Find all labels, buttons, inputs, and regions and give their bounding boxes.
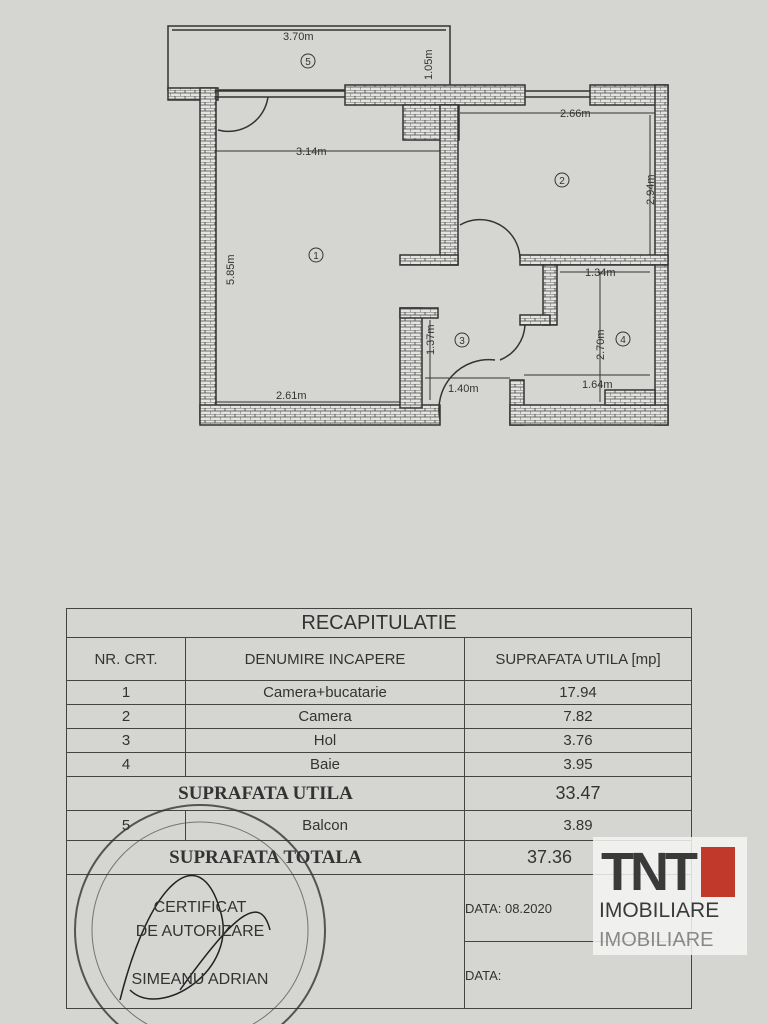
dim-bath-top: 1.34m <box>585 267 616 279</box>
room-label-1: 1 <box>313 251 319 262</box>
summary-table: RECAPITULATIE NR. CRT. DENUMIRE INCAPERE… <box>66 608 692 1009</box>
row-area: 3.95 <box>464 752 692 777</box>
logo-sub: IMOBILIARE <box>599 899 720 922</box>
tnt-watermark-logo: TNT IMOBILIARE IMOBILIARE <box>593 837 747 955</box>
svg-text:CERTIFICAT: CERTIFICAT <box>154 899 247 916</box>
room-label-2: 2 <box>559 176 565 187</box>
dim-hall-width: 1.40m <box>448 383 479 395</box>
room-label-4: 4 <box>620 335 626 346</box>
dim-bath-height: 2.70m <box>595 329 607 360</box>
dim-bath-width: 1.64m <box>582 379 613 391</box>
header-nr: NR. CRT. <box>66 637 186 681</box>
row-nr: 2 <box>66 704 186 729</box>
row-nr: 1 <box>66 680 186 705</box>
dim-room1-bottom: 2.61m <box>276 390 307 402</box>
dim-room2-width: 2.66m <box>560 108 591 120</box>
row-area: 3.76 <box>464 728 692 753</box>
svg-text:SIMEANU ADRIAN: SIMEANU ADRIAN <box>132 971 269 988</box>
header-name: DENUMIRE INCAPERE <box>185 637 465 681</box>
row-name: Hol <box>185 728 465 753</box>
balcony-area: 3.89 <box>464 810 692 841</box>
row-name: Baie <box>185 752 465 777</box>
table-title: RECAPITULATIE <box>66 608 692 638</box>
dim-room1-height: 5.85m <box>225 254 237 285</box>
dim-balcony-height: 1.05m <box>423 49 435 80</box>
row-name: Camera+bucatarie <box>185 680 465 705</box>
authorization-stamp: CERTIFICAT DE AUTORIZARE SIMEANU ADRIAN <box>74 804 326 1024</box>
util-value: 33.47 <box>464 776 692 811</box>
date-2: DATA: <box>464 941 692 1009</box>
house-icon <box>701 847 735 897</box>
svg-text:DE AUTORIZARE: DE AUTORIZARE <box>136 923 265 940</box>
dim-balcony-width: 3.70m <box>283 31 314 43</box>
util-label: SUPRAFATA UTILA <box>66 776 465 811</box>
row-name: Camera <box>185 704 465 729</box>
room-label-3: 3 <box>459 336 465 347</box>
header-area: SUPRAFATA UTILA [mp] <box>464 637 692 681</box>
floor-plan: 3.70m 1.05m 2.66m 3.14m 2.94m 5.85m 1.34… <box>167 25 669 426</box>
room-label-5: 5 <box>305 57 311 68</box>
logo-sub-reflection: IMOBILIARE <box>599 929 714 951</box>
dim-room1-width: 3.14m <box>296 146 327 158</box>
logo-brand: TNT <box>601 842 698 902</box>
dim-hall-height: 1.37m <box>425 324 437 355</box>
row-nr: 3 <box>66 728 186 753</box>
row-nr: 4 <box>66 752 186 777</box>
row-area: 7.82 <box>464 704 692 729</box>
dim-room2-height: 2.94m <box>645 174 657 205</box>
row-area: 17.94 <box>464 680 692 705</box>
